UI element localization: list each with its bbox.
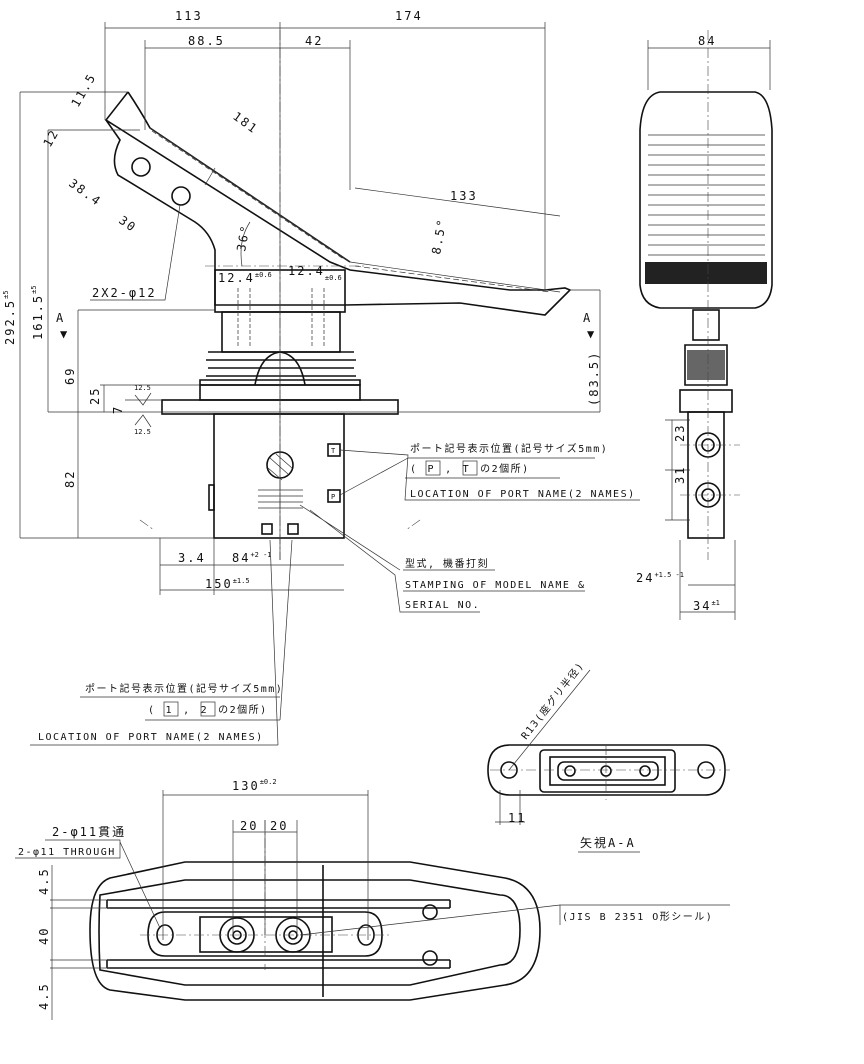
section-arrow-right: A — [583, 311, 592, 325]
dim-11-5: 11.5 — [68, 71, 99, 110]
dim-23: 23 — [673, 424, 687, 442]
front-view: T P — [104, 30, 572, 560]
oring-note: (JIS B 2351 O形シール) — [562, 911, 713, 923]
angle-36: 36° — [234, 223, 253, 253]
angle-8-5: 8.5° — [429, 217, 449, 256]
dim-113: 113 — [175, 9, 203, 23]
port-pt-note-en: LOCATION OF PORT NAME(2 NAMES) — [410, 489, 636, 500]
dim-133: 133 — [450, 189, 478, 203]
port-label-2: 2 — [201, 705, 209, 716]
port-label-p: P — [428, 464, 436, 475]
port-pt-note-jp: ポート記号表示位置(記号サイズ5mm) — [410, 442, 608, 455]
stamp-note-en-1: STAMPING OF MODEL NAME & — [405, 580, 586, 591]
dim-161-5: 161.5 — [31, 294, 45, 340]
view-a-a-label: 矢視A-A — [580, 835, 636, 850]
holes-callout: 2X2-φ12 — [92, 286, 157, 300]
dim-292-5: 292.5 — [3, 299, 17, 345]
svg-text:T: T — [331, 447, 336, 455]
dim-3-4: 3.4 — [178, 551, 206, 565]
port-label-1: 1 — [166, 705, 174, 716]
side-view: 84 23 31 24+1.5 -1 34±1 — [636, 30, 773, 620]
dim-88-5: 88.5 — [188, 34, 225, 48]
section-arrow-left: A — [56, 311, 65, 325]
through-note-en: 2-φ11 THROUGH — [18, 847, 116, 858]
dim-11: 11 — [508, 811, 526, 825]
pivot-hole-2 — [171, 186, 191, 206]
svg-text:161.5±5: 161.5±5 — [30, 285, 45, 340]
dim-25: 25 — [88, 387, 102, 405]
dim-84-side: 84 — [698, 34, 716, 48]
dim-24: 24+1.5 -1 — [636, 571, 684, 585]
dim-12-4-a: 12.4±0.6 — [218, 271, 272, 285]
view-a-a: R13(座グリ半径) 11 矢視A-A — [487, 659, 730, 853]
through-note-jp: 2-φ11貫通 — [52, 825, 126, 839]
dim-150: 150±1.5 — [205, 577, 250, 591]
front-dimensions: 113 174 88.5 42 292.5±5 161.5±5 69 25 7 … — [2, 9, 601, 595]
roughness-2: 12.5 — [134, 428, 151, 436]
dim-20-a: 20 — [240, 819, 258, 833]
arrow-down-icon: ▼ — [587, 327, 596, 341]
dim-42: 42 — [305, 34, 323, 48]
dim-174: 174 — [395, 9, 423, 23]
dim-181: 181 — [230, 109, 261, 137]
svg-text:292.5±5: 292.5±5 — [2, 290, 17, 345]
dim-12-4-b: 12.4±0.6 — [288, 264, 342, 282]
pedal-tread — [151, 130, 551, 293]
dim-82: 82 — [63, 470, 77, 488]
dim-31: 31 — [673, 466, 687, 484]
port-12-note-jp: ポート記号表示位置(記号サイズ5mm) — [85, 682, 283, 695]
dim-30: 30 — [116, 213, 139, 235]
bottom-view: 130±0.2 20 20 2-φ11貫通 2-φ11 THROUGH 4.5 … — [15, 778, 730, 1020]
arrow-down-icon: ▼ — [60, 327, 69, 341]
svg-text:P: P — [331, 493, 335, 501]
dim-r13: R13(座グリ半径) — [518, 659, 587, 742]
dim-40: 40 — [37, 927, 51, 945]
dim-38-4: 38.4 — [66, 176, 104, 209]
dim-20-b: 20 — [270, 819, 288, 833]
port-12-note-en: LOCATION OF PORT NAME(2 NAMES) — [38, 732, 264, 743]
dim-7: 7 — [111, 405, 125, 414]
stamp-note-jp: 型式, 機番打刻 — [405, 557, 489, 570]
pivot-hole-1 — [131, 157, 151, 177]
roughness-1: 12.5 — [134, 384, 151, 392]
stamp-note-en-2: SERIAL NO. — [405, 600, 480, 611]
dim-69: 69 — [63, 367, 77, 385]
dim-4-5-top: 4.5 — [37, 867, 51, 895]
dim-34: 34±1 — [693, 599, 720, 613]
port-label-t: T — [463, 464, 471, 475]
dim-84-bottom: 84+2 -1 — [232, 551, 272, 565]
dim-83-5: (83.5) — [587, 351, 601, 406]
dim-4-5-bottom: 4.5 — [37, 982, 51, 1010]
dim-130: 130±0.2 — [232, 778, 277, 793]
